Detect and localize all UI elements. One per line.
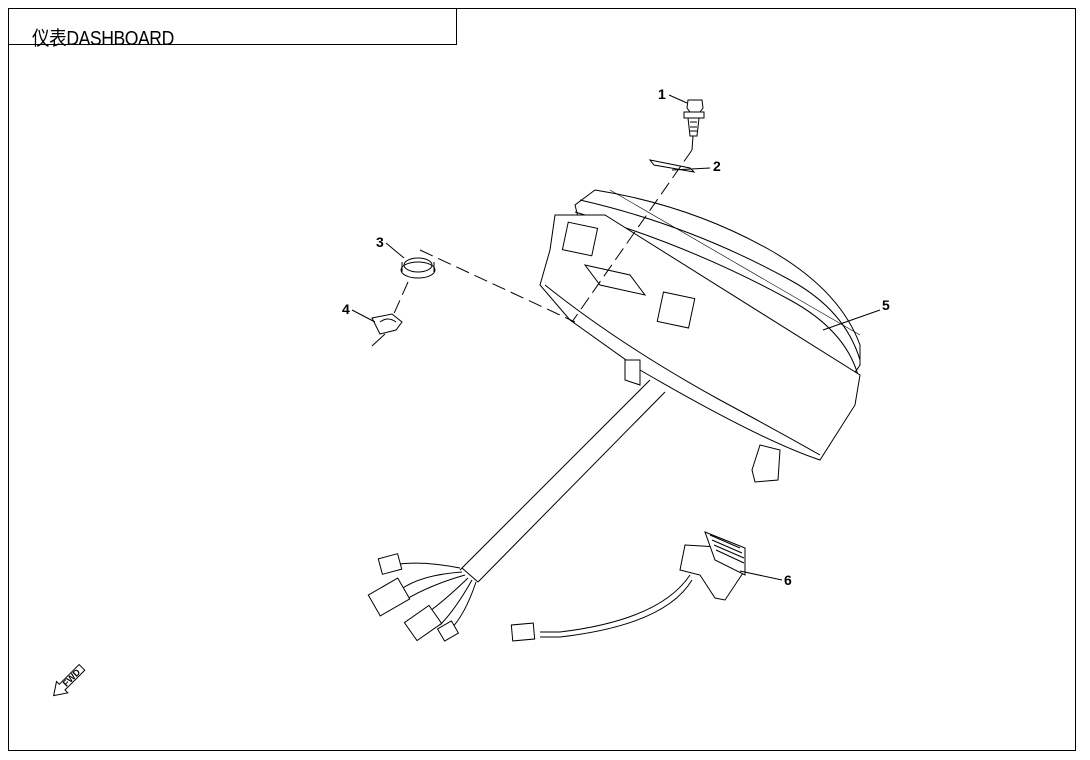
- washer-part: [648, 159, 696, 173]
- assembly-lines: [391, 149, 693, 323]
- wire-harness: [367, 379, 666, 642]
- title-box: 仪表DASHBOARD: [8, 8, 457, 50]
- callout-5: 5: [882, 297, 890, 313]
- sensor-part: [510, 531, 746, 642]
- callout-3: 3: [376, 234, 384, 250]
- forward-arrow-icon: FWD: [53, 663, 86, 697]
- page-title: 仪表DASHBOARD: [32, 28, 174, 50]
- leader-lines: [351, 94, 881, 581]
- grommet-part: [400, 257, 436, 279]
- callout-4: 4: [342, 301, 350, 317]
- dashboard-part: [539, 189, 861, 483]
- callout-2: 2: [713, 158, 721, 174]
- clip-part: [371, 313, 403, 347]
- drawing-frame: [8, 8, 1076, 751]
- callout-6: 6: [784, 572, 792, 588]
- callout-1: 1: [658, 86, 666, 102]
- bolt-part: [683, 99, 705, 151]
